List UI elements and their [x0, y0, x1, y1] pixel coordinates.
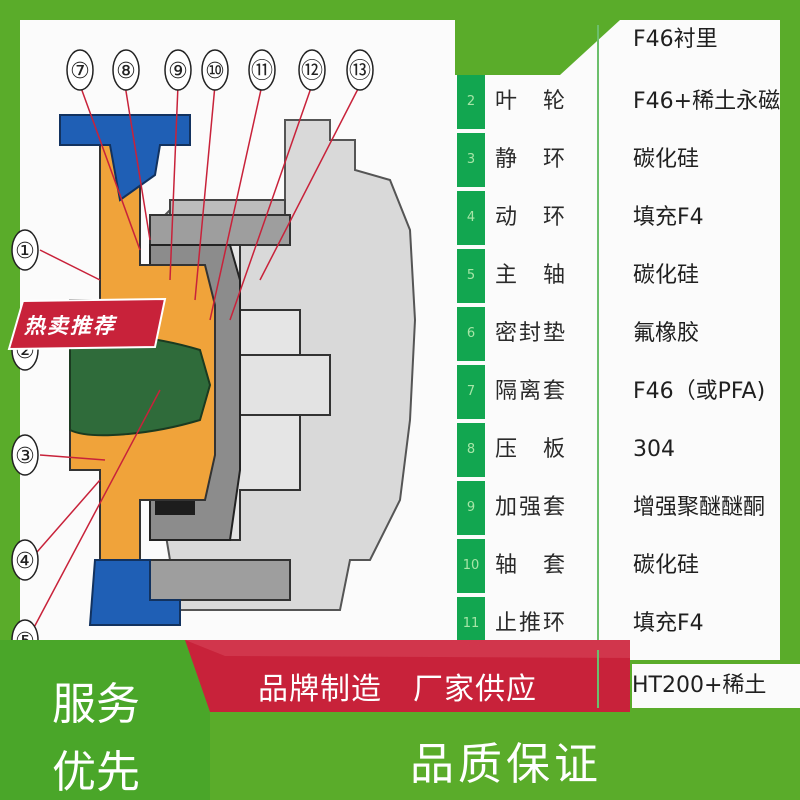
- column-divider: [597, 191, 599, 249]
- part-name: 叶 轮: [495, 89, 568, 114]
- part-number: 6: [457, 307, 485, 361]
- part-number: 2: [457, 75, 485, 129]
- part-material: 碳化硅: [633, 263, 700, 288]
- part-number: 4: [457, 191, 485, 245]
- part-material: 碳化硅: [633, 147, 700, 172]
- part-number: 9: [457, 481, 485, 535]
- hot-badge-label: 热卖推荐: [24, 314, 116, 338]
- callout-4: ④: [15, 549, 35, 574]
- divider-top: [597, 25, 599, 80]
- column-divider: [597, 365, 599, 423]
- part-number: 8: [457, 423, 485, 477]
- material-top: F46衬里: [633, 27, 718, 52]
- part-material: 填充F4: [633, 205, 704, 230]
- part-material: 304: [633, 437, 675, 462]
- part-number: 10: [457, 539, 485, 593]
- part-name: 压 板: [495, 437, 568, 462]
- part-material: 碳化硅: [633, 553, 700, 578]
- table-row: 2 叶 轮 F46+稀土永磁: [455, 75, 800, 133]
- part-name: 密封垫: [495, 321, 568, 346]
- column-divider: [597, 539, 599, 597]
- column-divider: [597, 481, 599, 539]
- table-row: 4 动 环 填充F4: [455, 191, 800, 249]
- quality-slogan: 品质保证: [410, 739, 602, 790]
- part-name: 止推环: [495, 611, 568, 636]
- callout-12: ⑫: [301, 59, 323, 84]
- part-number: 5: [457, 249, 485, 303]
- column-divider: [597, 307, 599, 365]
- brand-banner: [185, 640, 630, 712]
- part-name: 静 环: [495, 147, 568, 172]
- callout-11: ⑪: [251, 59, 273, 84]
- hot-badge: [7, 297, 167, 351]
- table-row: 5 主 轴 碳化硅: [455, 249, 800, 307]
- part-number: 3: [457, 133, 485, 187]
- pump-diagram: ⑦ ⑧ ⑨ ⑩ ⑪ ⑫ ⑬ ① ② ③ ④ ⑤: [11, 49, 417, 650]
- column-divider: [597, 650, 599, 708]
- callout-1: ①: [15, 239, 35, 264]
- brand-slogan: 品牌制造 厂家供应: [258, 672, 537, 707]
- callout-3: ③: [15, 444, 35, 469]
- service-panel: [0, 640, 210, 800]
- part-material: F46（或PFA): [633, 379, 766, 404]
- part-material: F46+稀土永磁: [633, 89, 781, 114]
- callout-9: ⑨: [168, 59, 188, 84]
- service-text-2: 优先: [52, 747, 140, 798]
- table-row: 9 加强套 增强聚醚醚酮: [455, 481, 800, 539]
- column-divider: [597, 249, 599, 307]
- part-name: 加强套: [495, 495, 568, 520]
- part-name: 轴 套: [495, 553, 568, 578]
- callout-13: ⑬: [349, 59, 371, 84]
- column-divider: [597, 423, 599, 481]
- part-material: 氟橡胶: [633, 321, 700, 346]
- callout-10: ⑩: [205, 59, 225, 84]
- table-row: 8 压 板 304: [455, 423, 800, 481]
- table-row: 7 隔离套 F46（或PFA): [455, 365, 800, 423]
- part-material: 填充F4: [633, 611, 704, 636]
- callout-7: ⑦: [70, 59, 90, 84]
- part-material: 增强聚醚醚酮: [633, 495, 766, 520]
- part-name: 主 轴: [495, 263, 568, 288]
- column-divider: [597, 133, 599, 191]
- last-material: HT200+稀土: [632, 664, 800, 708]
- column-divider: [597, 75, 599, 133]
- part-name: 隔离套: [495, 379, 568, 404]
- part-number: 7: [457, 365, 485, 419]
- part-name: 动 环: [495, 205, 568, 230]
- service-text-1: 服务: [52, 679, 140, 730]
- table-row: 6 密封垫 氟橡胶: [455, 307, 800, 365]
- table-row: 3 静 环 碳化硅: [455, 133, 800, 191]
- column-divider: [597, 597, 599, 655]
- callout-8: ⑧: [116, 59, 136, 84]
- table-row: 10 轴 套 碳化硅: [455, 539, 800, 597]
